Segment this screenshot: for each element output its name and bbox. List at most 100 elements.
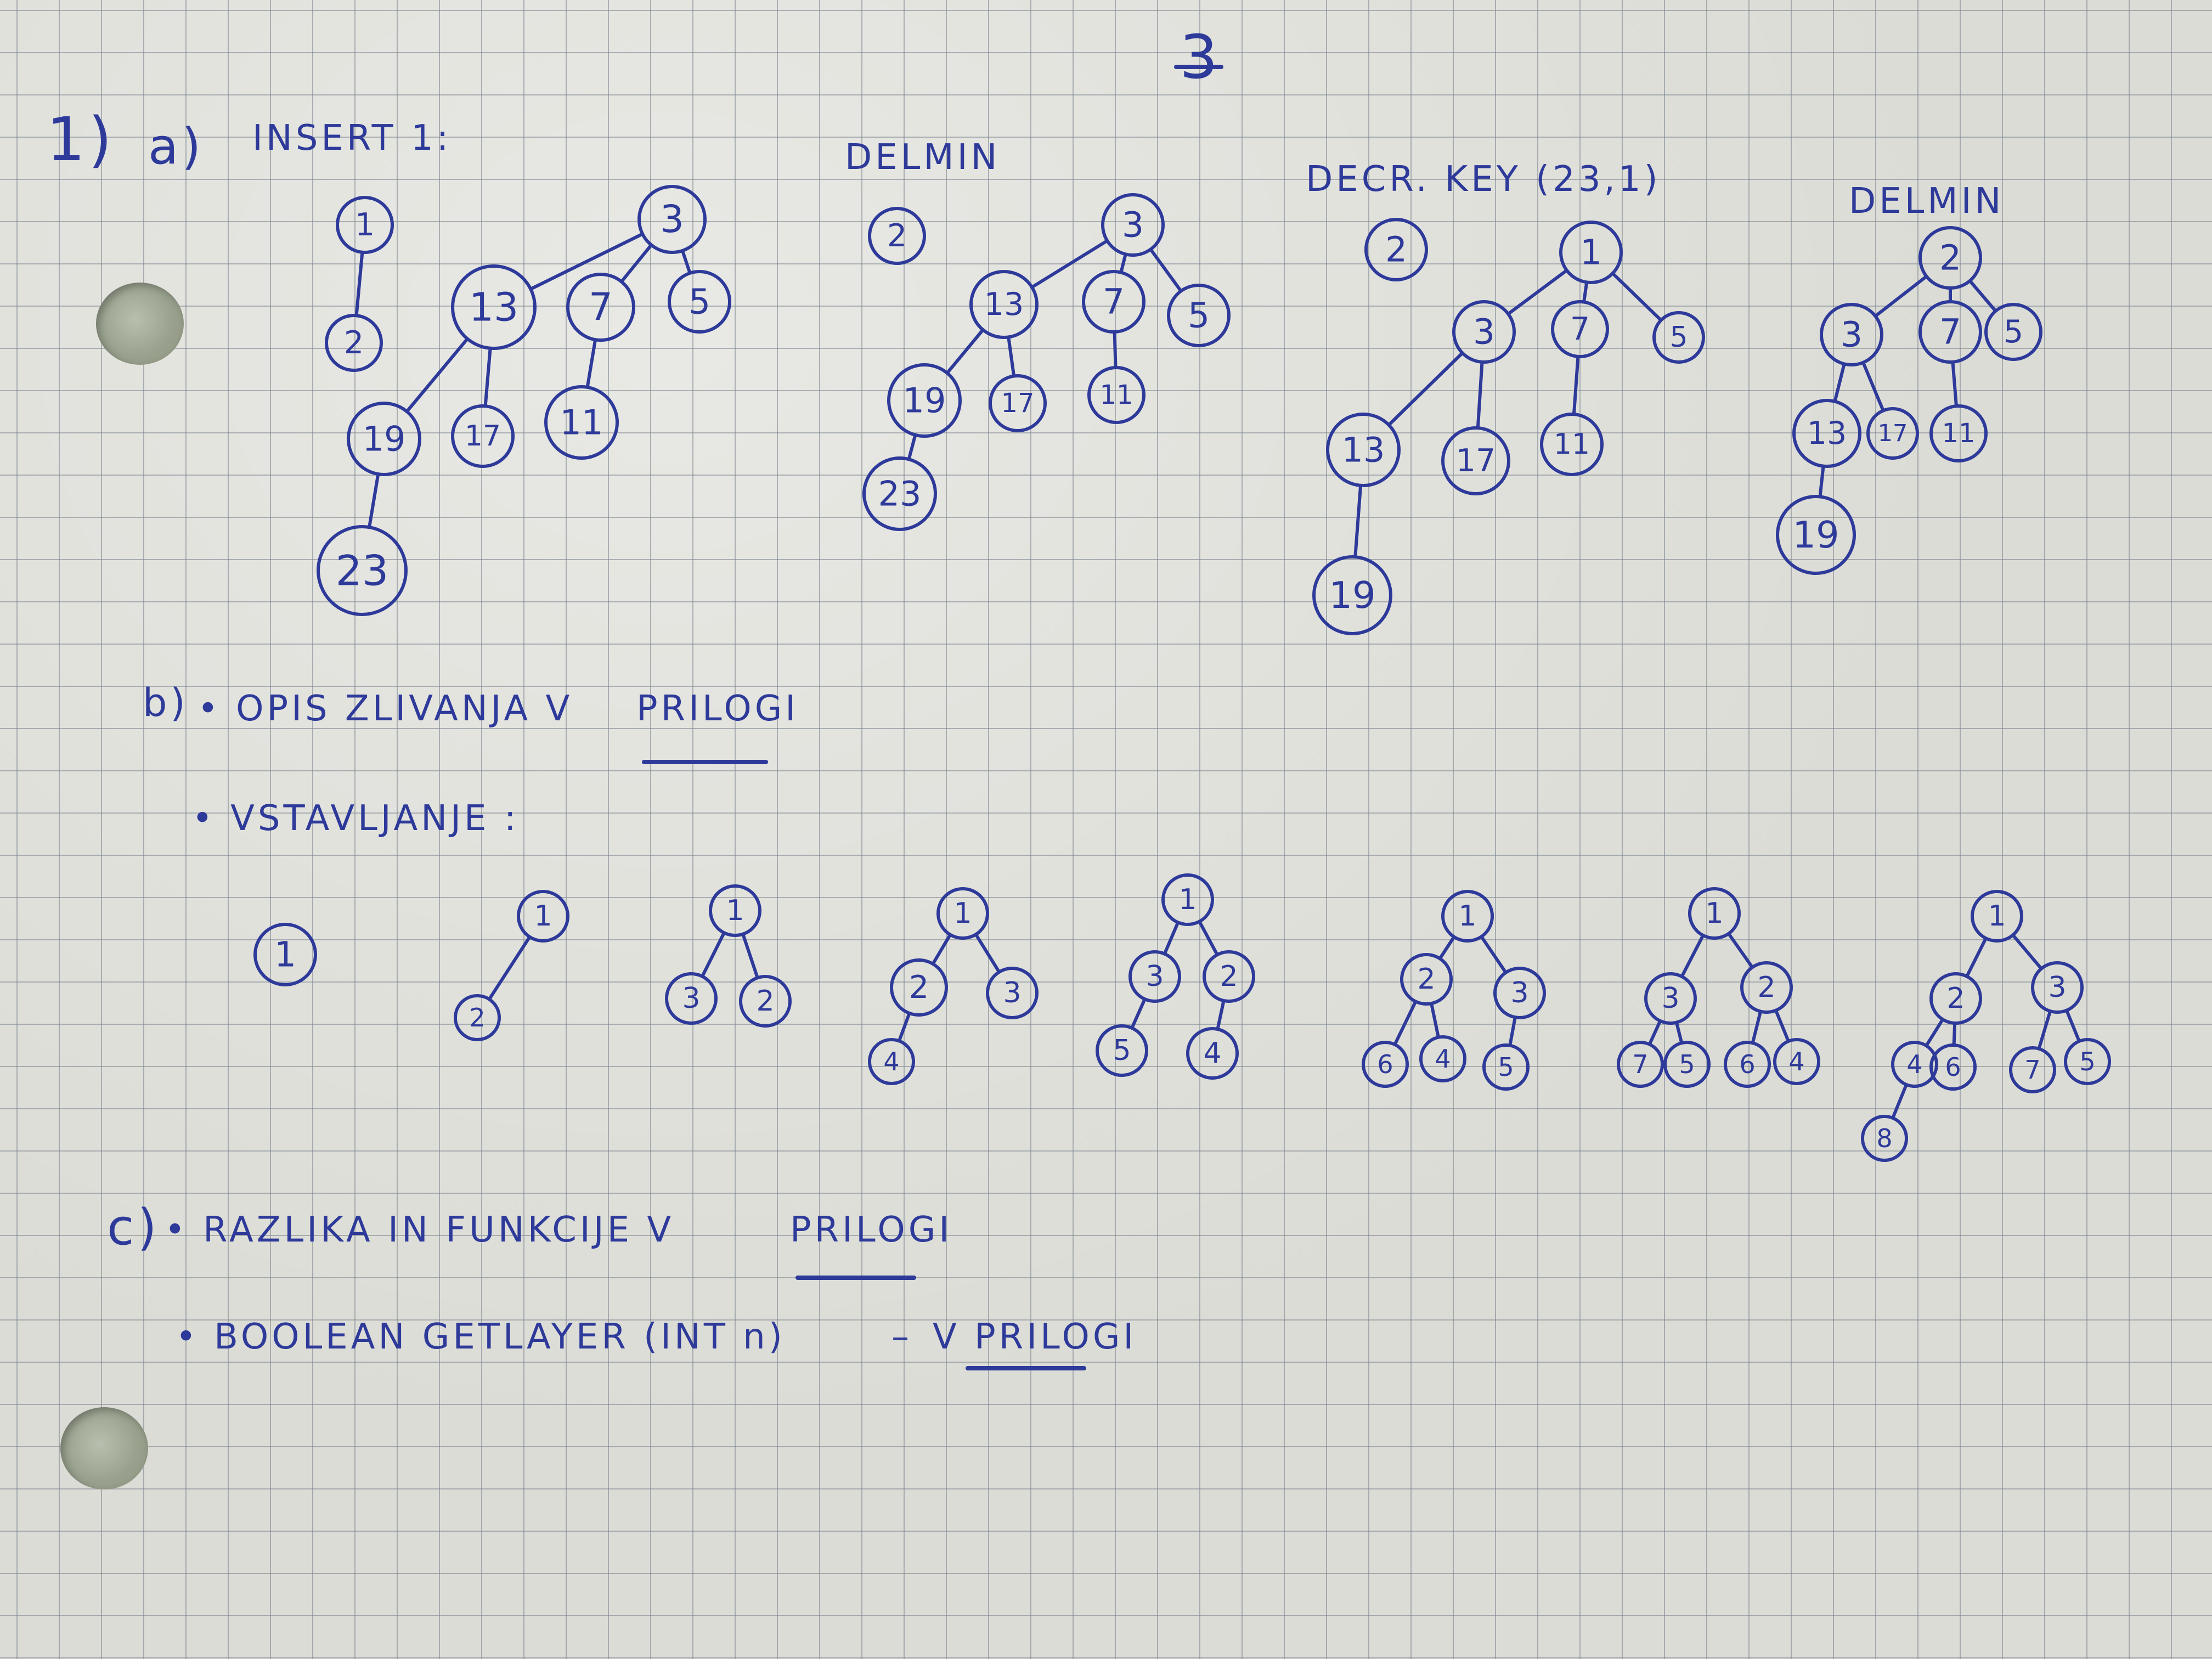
heap-node-value: 6 [1739, 1049, 1755, 1079]
heap-node-circle [544, 385, 619, 460]
heap-node: 1 [336, 196, 394, 254]
heap-node-value: 1 [355, 207, 375, 243]
heap-node: 3 [1820, 303, 1883, 366]
heap-node: 2 [1400, 953, 1453, 1006]
tree-edge [1647, 1019, 1662, 1046]
tree-edge [680, 249, 692, 275]
heap-node-circle [1644, 972, 1697, 1025]
part-c-line1-ref: PRILOGI [790, 1210, 953, 1250]
heap-node-circle [517, 890, 569, 943]
heap-node: 2 [1203, 950, 1255, 1003]
heap-node-value: 4 [1788, 1047, 1804, 1076]
heap-node: 19 [1312, 555, 1392, 635]
heap-node-circle [2064, 1038, 2111, 1085]
heap-node-value: 4 [1203, 1037, 1221, 1070]
heap-node-circle [637, 185, 707, 254]
heap-node: 3 [1101, 193, 1165, 257]
heap-node-value: 1 [1988, 900, 2006, 933]
heap-node-value: 7 [2024, 1055, 2040, 1085]
heap-node-circle [1918, 300, 1982, 364]
heap-node-circle [1688, 887, 1741, 940]
heap-node-circle [454, 994, 501, 1041]
page-number: 3 [1180, 22, 1221, 92]
heap-node: 5 [1652, 311, 1705, 364]
heap-node-circle [668, 270, 731, 334]
heap-node-value: 2 [1385, 230, 1407, 270]
tree-edge [1353, 483, 1363, 559]
heap-node-circle [862, 456, 937, 531]
heap-node: 7 [566, 273, 635, 342]
heap-node-value: 1 [274, 935, 296, 975]
part-a-label: a) [148, 118, 205, 176]
tree-edge [619, 243, 653, 284]
heap-node-circle [1929, 972, 1982, 1025]
heap-node-circle [1161, 873, 1214, 926]
heap-node-value: 2 [344, 325, 364, 361]
tree-edge [1874, 274, 1928, 318]
tree-edge [1007, 335, 1016, 378]
heap-node-circle [1167, 284, 1231, 347]
heap-node-value: 11 [560, 403, 603, 443]
heap-node-value: 7 [1632, 1049, 1648, 1079]
heap-node-circle [317, 525, 408, 616]
heap-node-circle [1971, 890, 2023, 943]
heap-node-circle [1891, 1041, 1938, 1088]
heap-node-value: 3 [1661, 982, 1679, 1015]
heap-node-circle [890, 958, 948, 1017]
heap-node: 5 [2064, 1038, 2111, 1085]
tree-edge [1119, 252, 1127, 274]
tree-edge [1149, 247, 1183, 293]
heap-node-value: 11 [1554, 428, 1590, 461]
heap-node: 17 [989, 374, 1047, 432]
heap-node: 7 [1918, 300, 1982, 364]
heap-node-value: 3 [682, 982, 700, 1015]
heap-node-value: 13 [469, 285, 518, 330]
heap-node: 3 [1452, 300, 1516, 364]
heap-node-circle [1617, 1041, 1664, 1088]
heap-node-value: 13 [984, 286, 1024, 323]
heap-node: 1 [1559, 221, 1623, 284]
tree-edge [1030, 239, 1109, 289]
heap-node-circle [868, 207, 926, 265]
heap-node: 3 [2031, 961, 2084, 1014]
heap-node-value: 4 [1435, 1044, 1451, 1074]
heap-node-value: 17 [1878, 420, 1908, 447]
heap-node: 3 [986, 967, 1039, 1019]
heap-node-value: 2 [1757, 971, 1775, 1004]
heap-node-value: 19 [903, 381, 946, 421]
heap-node-value: 3 [1510, 977, 1528, 1009]
heap-node-value: 3 [1003, 977, 1021, 1009]
part-b-line2: • VSTAVLJANJE : [192, 798, 520, 839]
heap-node-value: 1 [1178, 883, 1197, 916]
part-c-line2-ref: V PRILOGI [933, 1317, 1137, 1357]
heap-node: 7 [2009, 1046, 2056, 1093]
heap-node-circle [336, 196, 394, 254]
heap-node-circle [1364, 218, 1428, 281]
heap-node-circle [1362, 1041, 1409, 1088]
part-c-line2: • BOOLEAN GETLAYER (INT n) [176, 1317, 786, 1357]
tree-edge [1951, 360, 1958, 408]
tree-edge [2011, 933, 2043, 970]
heap-node: 1 [936, 887, 989, 940]
heap-node-value: 13 [1342, 430, 1385, 470]
heap-node-circle [1540, 413, 1604, 476]
heap-node: 7 [1551, 300, 1609, 358]
heap-node: 1 [1441, 890, 1494, 943]
tree-edge [585, 338, 597, 389]
heap-node-value: 13 [1807, 415, 1847, 452]
heap-node-circle [1441, 890, 1494, 943]
heap-node: 1 [1971, 890, 2023, 943]
heap-node-value: 5 [2004, 314, 2023, 350]
heap-node-circle [1652, 311, 1705, 364]
tree-edge [931, 933, 952, 966]
heap-node: 13 [1326, 413, 1401, 487]
tree-edge [483, 346, 492, 408]
heap-node-value: 17 [1456, 443, 1496, 479]
tree-edge [1833, 362, 1846, 403]
heap-node-circle [887, 363, 962, 438]
tree-edge [1430, 1002, 1440, 1039]
heap-node-circle [1866, 407, 1919, 460]
tree-edge [1726, 932, 1754, 969]
tree-edge [1506, 268, 1568, 316]
tree-edge [741, 932, 759, 980]
